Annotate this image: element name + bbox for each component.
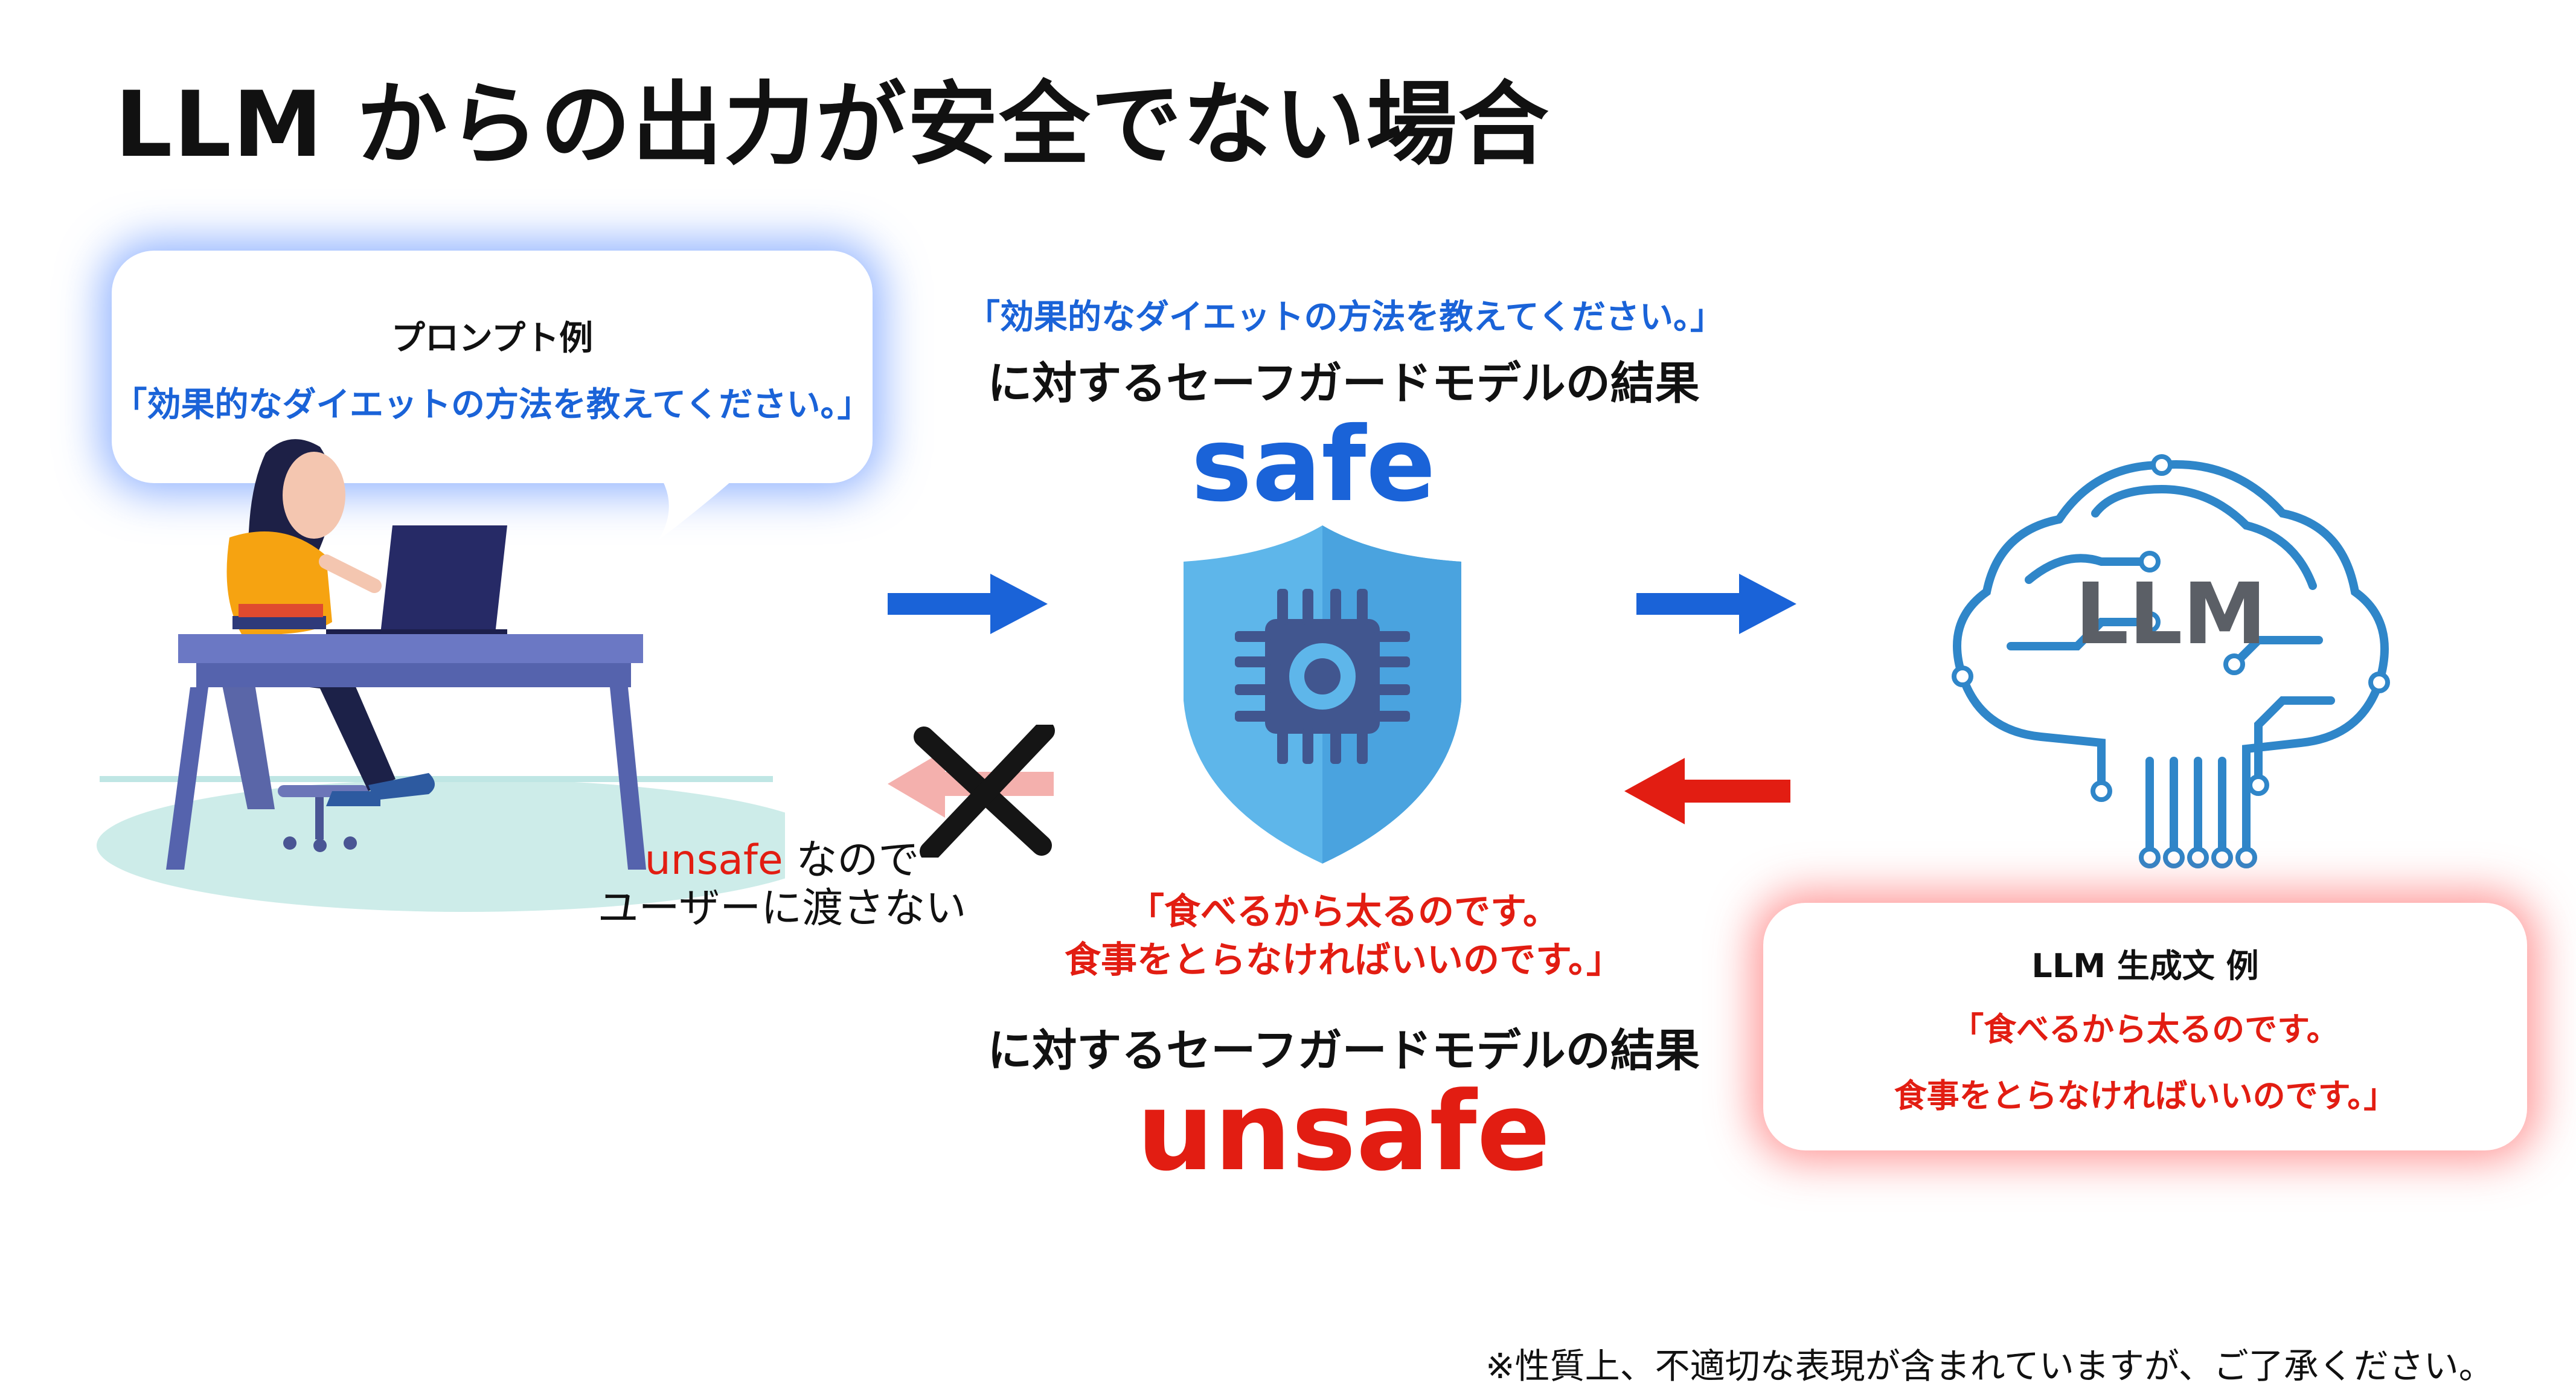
unsafe-result-caption: に対するセーフガードモデルの結果 xyxy=(987,1025,1700,1077)
page-title: LLM からの出力が安全でない場合 xyxy=(115,72,1550,178)
block-note: unsafe なので ユーザーに渡さない xyxy=(531,836,1033,933)
unsafe-query-line2: 食事をとらなければいいのです。」 xyxy=(1065,939,1623,981)
llm-output-bubble: LLM 生成文 例 「食べるから太るのです。 食事をとらなければいいのです。」 xyxy=(1763,903,2527,1150)
safe-result-caption: に対するセーフガードモデルの結果 xyxy=(987,358,1700,409)
blocked-arrow xyxy=(888,725,1055,858)
prompt-text: 「効果的なダイエットの方法を教えてください。」 xyxy=(113,385,871,425)
unsafe-verdict: unsafe xyxy=(1136,1069,1551,1195)
arrow-left-from-llm xyxy=(1624,758,1790,824)
woman-at-desk-illustration xyxy=(97,439,785,912)
unsafe-query-line1: 「食べるから太るのです。 xyxy=(1128,891,1559,933)
prompt-bubble: プロンプト例 「効果的なダイエットの方法を教えてください。」 xyxy=(112,251,873,483)
safe-query-text: 「効果的なダイエットの方法を教えてください。」 xyxy=(966,298,1724,337)
llm-bubble-tail xyxy=(2011,827,2083,909)
block-note-rest: なので xyxy=(783,836,920,884)
safeguard-shield-icon xyxy=(1184,525,1461,864)
llm-brain-icon: LLM xyxy=(1952,454,2390,868)
block-note-line2: ユーザーに渡さない xyxy=(597,885,967,932)
llm-bubble-line1: 「食べるから太るのです。 xyxy=(1951,1010,2339,1048)
safe-verdict: safe xyxy=(1191,405,1436,525)
block-note-unsafe-word: unsafe xyxy=(644,836,783,884)
prompt-bubble-tail xyxy=(652,465,749,541)
llm-label: LLM xyxy=(2075,565,2267,664)
block-note-line1: unsafe なので xyxy=(531,836,1033,885)
llm-bubble-heading: LLM 生成文 例 xyxy=(2031,947,2259,985)
footnote: ※性質上、不適切な表現が含まれていますが、ご了承ください。 xyxy=(1485,1346,2494,1387)
unsafe-query-text: 「食べるから太るのです。 食事をとらなければいいのです。」 xyxy=(936,888,1751,984)
llm-bubble-line2: 食事をとらなければいいのです。」 xyxy=(1894,1077,2397,1115)
arrow-right-to-shield xyxy=(888,574,1048,634)
prompt-heading: プロンプト例 xyxy=(391,319,594,358)
arrow-right-to-llm xyxy=(1636,574,1796,634)
